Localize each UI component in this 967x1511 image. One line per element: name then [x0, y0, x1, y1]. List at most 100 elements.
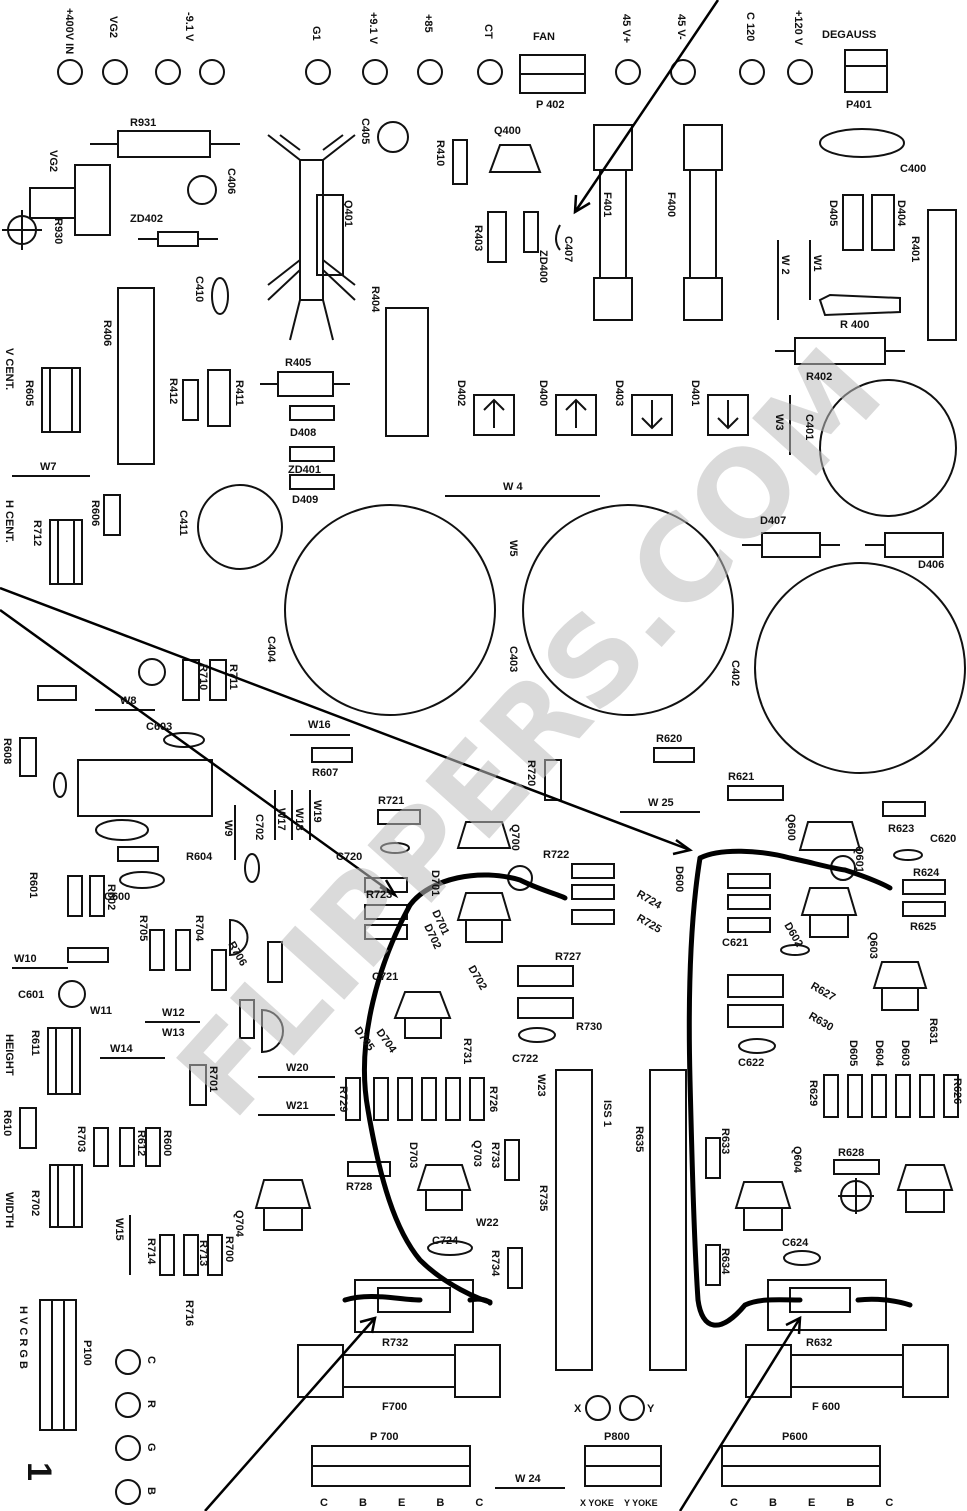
label-w17: W17	[275, 808, 287, 831]
label-r702: R702	[29, 1190, 41, 1216]
pot-r611	[47, 1027, 81, 1095]
capacitor-c400	[819, 128, 905, 158]
capacitor-c410	[211, 277, 229, 315]
label-g: G	[145, 1443, 157, 1452]
label-r723: R723	[366, 889, 392, 901]
label-r607: R607	[312, 767, 338, 779]
label-r734: R734	[489, 1250, 501, 1277]
label-c411: C411	[177, 510, 189, 536]
connector-p100	[39, 1299, 77, 1431]
label-w14: W14	[110, 1043, 134, 1055]
transistor-q600	[798, 821, 862, 851]
connector-p600	[721, 1445, 881, 1487]
label-r722: R722	[543, 849, 569, 861]
label-r725: R725	[635, 912, 664, 936]
label-r931: R931	[130, 117, 156, 129]
label-r721: R721	[378, 795, 404, 807]
fuse-f401	[593, 124, 633, 321]
label-r621: R621	[728, 771, 754, 783]
label-t-degauss: DEGAUSS	[822, 29, 876, 41]
resistor-r721	[377, 809, 421, 825]
label-f600: F 600	[812, 1401, 840, 1413]
label-r610: R610	[1, 1110, 13, 1136]
label-r700: R700	[223, 1236, 235, 1262]
label-p100: P100	[81, 1340, 93, 1366]
label-r627: R627	[809, 980, 838, 1004]
resistor-r610	[19, 1107, 37, 1149]
annotation-traces	[342, 848, 913, 1328]
capacitor-c620	[893, 849, 923, 861]
label-r406: R406	[101, 320, 113, 346]
resistor-r623	[882, 801, 926, 817]
label-r713: R713	[197, 1240, 209, 1266]
fuse-f600	[745, 1344, 949, 1398]
label-w24: W 24	[515, 1473, 542, 1485]
label-r720: R720	[525, 760, 537, 786]
capacitor-c603	[163, 732, 205, 748]
test-point	[138, 658, 166, 686]
label-p402: P 402	[536, 99, 565, 111]
label-r624: R624	[913, 867, 940, 879]
capacitor-c402	[754, 562, 966, 774]
label-d604: D604	[873, 1040, 885, 1067]
resistor-r706	[211, 949, 227, 991]
label-r602: R602	[105, 884, 117, 910]
resistor-r732	[354, 1279, 474, 1333]
label-iss1: ISS 1	[601, 1100, 613, 1127]
transistor-q603	[872, 961, 928, 989]
label-w13: W13	[162, 1027, 185, 1039]
label-t-c120: C 120	[744, 12, 756, 41]
label-w2: W 2	[779, 255, 791, 275]
label-r: R	[145, 1400, 157, 1408]
resistor-r620	[653, 747, 695, 763]
label-c600: C600	[104, 891, 130, 903]
label-r635: R635	[633, 1126, 645, 1152]
label-c403: C403	[507, 646, 519, 672]
label-q704: Q704	[233, 1210, 245, 1238]
pot-r702	[49, 1164, 83, 1228]
terminal-minus91-b	[199, 59, 225, 85]
label-f401: F401	[601, 192, 613, 217]
label-p600: P600	[782, 1431, 808, 1443]
resistor-r606	[103, 494, 121, 536]
label-d701: D701	[429, 870, 441, 896]
resistor-r411	[207, 369, 231, 427]
diode-d405	[842, 194, 864, 251]
label-c702: C702	[253, 814, 265, 840]
label-r600: R600	[161, 1130, 173, 1156]
zener-zd400	[523, 211, 539, 253]
label-d403: D403	[613, 380, 625, 406]
label-c400: C400	[900, 163, 926, 175]
label-w20: W20	[286, 1062, 309, 1074]
sheet-number: 1	[20, 1462, 58, 1481]
label-r724: R724	[635, 888, 665, 912]
resistor-r700	[207, 1234, 223, 1276]
transistor-q400	[488, 144, 542, 173]
resistor-r403	[487, 211, 507, 263]
label-w10: W10	[14, 953, 37, 965]
transistor-unlabeled-d	[229, 918, 249, 957]
label-zd401: ZD401	[288, 464, 321, 476]
label-t-45m: 45 V-	[675, 14, 687, 40]
transistor-q703	[416, 1164, 472, 1191]
resistor-r406	[117, 287, 155, 465]
diode-d404	[871, 194, 895, 251]
label-c405: C405	[359, 118, 371, 144]
label-t-p91: +9.1 V	[367, 12, 379, 45]
fuse-f400	[683, 124, 723, 321]
label-y: Y	[647, 1403, 655, 1415]
label-r731: R731	[461, 1038, 473, 1064]
label-r728: R728	[346, 1181, 372, 1193]
label-w25: W 25	[648, 797, 674, 809]
label-c402: C402	[729, 660, 741, 686]
resistor-r625	[902, 901, 946, 917]
label-r727: R727	[555, 951, 581, 963]
resistor-r604	[117, 846, 159, 862]
label-r714: R714	[145, 1238, 157, 1265]
resistor-r602	[89, 875, 105, 917]
label-r404: R404	[369, 286, 381, 313]
label-r628: R628	[838, 1147, 864, 1159]
resistor-r412	[182, 379, 199, 421]
label-r402: R402	[806, 371, 832, 383]
label-r733: R733	[489, 1142, 501, 1168]
